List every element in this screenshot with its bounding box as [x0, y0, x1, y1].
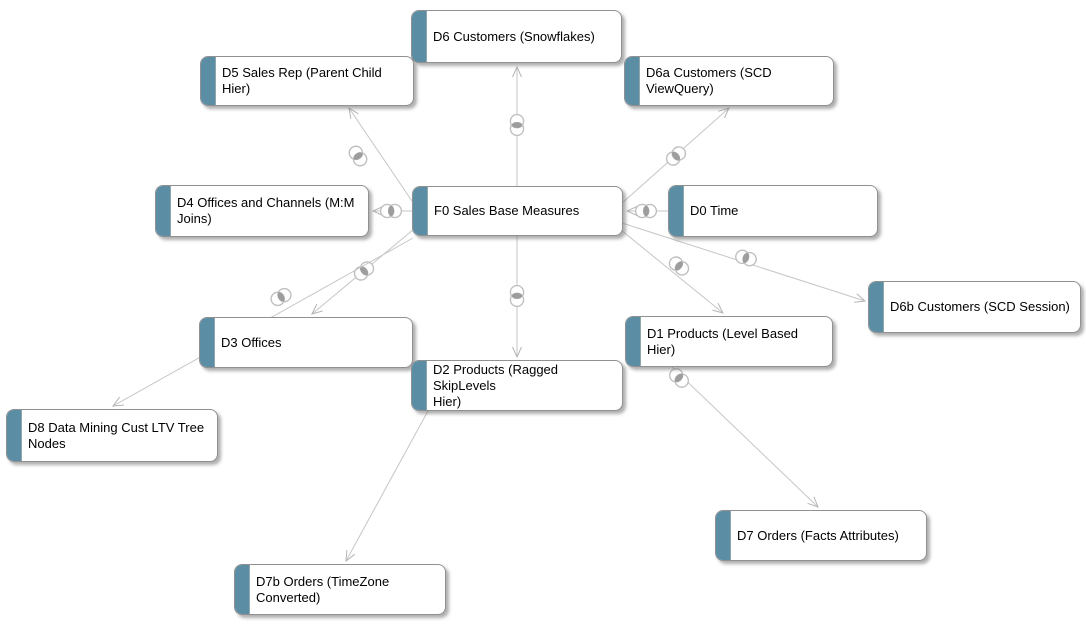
node-label: D2 Products (Ragged SkipLevels Hier)	[433, 361, 559, 409]
join-edge-f0-d4	[371, 203, 412, 219]
node-accent-bar	[625, 57, 640, 105]
diagram-node-d2[interactable]: D2 Products (Ragged SkipLevels Hier)	[411, 360, 623, 411]
join-edge-d1-d7	[667, 366, 819, 508]
arrowhead-icon	[854, 293, 867, 303]
join-cardinality-icon[interactable]	[509, 284, 525, 308]
diagram-node-d3[interactable]: D3 Offices	[199, 317, 413, 368]
node-accent-bar	[716, 511, 731, 560]
node-accent-bar	[869, 282, 884, 332]
join-cardinality-icon[interactable]	[352, 259, 376, 282]
node-label: D3 Offices	[221, 334, 282, 350]
diagram-node-d5[interactable]: D5 Sales Rep (Parent Child Hier)	[200, 56, 414, 106]
node-accent-bar	[412, 11, 427, 62]
node-accent-bar	[200, 318, 215, 367]
node-label: D1 Products (Level Based Hier)	[647, 325, 799, 357]
arrowhead-icon	[311, 303, 323, 315]
join-cardinality-icon[interactable]	[634, 203, 658, 219]
node-label: F0 Sales Base Measures	[434, 203, 580, 218]
diagram-node-d6b[interactable]: D6b Customers (SCD Session)	[868, 281, 1081, 333]
join-cardinality-icon[interactable]	[667, 366, 691, 390]
node-accent-bar	[7, 410, 22, 461]
join-edge-f0-d6	[509, 65, 525, 186]
join-edge-d0-f0	[625, 203, 668, 219]
join-edge-f0-d3	[311, 228, 415, 315]
diagram-node-d7b[interactable]: D7b Orders (TimeZone Converted)	[234, 564, 446, 615]
arrowhead-icon	[345, 549, 356, 563]
node-accent-bar	[626, 317, 641, 366]
diagram-node-f0[interactable]: F0 Sales Base Measures	[412, 186, 623, 236]
join-cardinality-icon[interactable]	[347, 144, 370, 169]
node-label: D6b Customers (SCD Session)	[890, 299, 1070, 314]
node-label: D8 Data Mining Cust LTV Tree Nodes	[28, 419, 205, 451]
node-label: D6 Customers (Snowflakes)	[433, 28, 595, 44]
join-edge-f0-d1	[620, 229, 724, 314]
arrowhead-icon	[512, 65, 522, 78]
arrowhead-icon	[348, 106, 359, 119]
node-accent-bar	[235, 565, 250, 614]
node-accent-bar	[669, 186, 684, 236]
edge-line	[620, 229, 724, 314]
node-accent-bar	[412, 361, 427, 410]
node-label: D7 Orders (Facts Attributes)	[737, 527, 899, 543]
node-accent-bar	[413, 187, 428, 235]
join-cardinality-icon[interactable]	[509, 113, 525, 137]
join-edge-f0-d2	[509, 236, 525, 359]
join-edge-f0-d5	[347, 106, 415, 205]
edge-line	[345, 410, 429, 562]
join-edge-f0-d6a	[620, 107, 730, 205]
arrowhead-icon	[371, 206, 384, 216]
diagram-node-d0[interactable]: D0 Time	[668, 185, 878, 237]
join-cardinality-icon[interactable]	[734, 249, 758, 268]
join-cardinality-icon[interactable]	[379, 203, 403, 219]
node-label: D7b Orders (TimeZone Converted)	[256, 573, 390, 605]
diagram-node-d4[interactable]: D4 Offices and Channels (M:M Joins)	[155, 185, 369, 237]
join-edge-f0-d6b	[621, 222, 867, 303]
node-accent-bar	[201, 57, 216, 105]
arrowhead-icon	[625, 206, 638, 216]
edge-line	[348, 107, 415, 205]
node-label: D5 Sales Rep (Parent Child Hier)	[222, 65, 382, 96]
node-accent-bar	[156, 186, 171, 236]
node-label: D4 Offices and Channels (M:M Joins)	[177, 195, 355, 226]
arrowhead-icon	[718, 107, 730, 119]
diagram-node-d6[interactable]: D6 Customers (Snowflakes)	[411, 10, 622, 63]
diagram-node-d1[interactable]: D1 Products (Level Based Hier)	[625, 316, 833, 367]
node-label: D6a Customers (SCD ViewQuery)	[646, 65, 772, 96]
arrowhead-icon	[111, 396, 125, 407]
arrowhead-icon	[512, 346, 522, 359]
edge-line	[671, 366, 819, 508]
join-edge-d2-d7b	[345, 410, 429, 563]
arrowhead-icon	[712, 302, 724, 314]
diagram-node-d8[interactable]: D8 Data Mining Cust LTV Tree Nodes	[6, 409, 218, 462]
join-cardinality-icon[interactable]	[664, 144, 688, 168]
arrowhead-icon	[807, 496, 819, 508]
join-cardinality-icon[interactable]	[269, 286, 294, 308]
node-label: D0 Time	[690, 203, 739, 218]
diagram-node-d7[interactable]: D7 Orders (Facts Attributes)	[715, 510, 927, 561]
diagram-node-d6a[interactable]: D6a Customers (SCD ViewQuery)	[624, 56, 834, 106]
join-cardinality-icon[interactable]	[667, 254, 691, 277]
